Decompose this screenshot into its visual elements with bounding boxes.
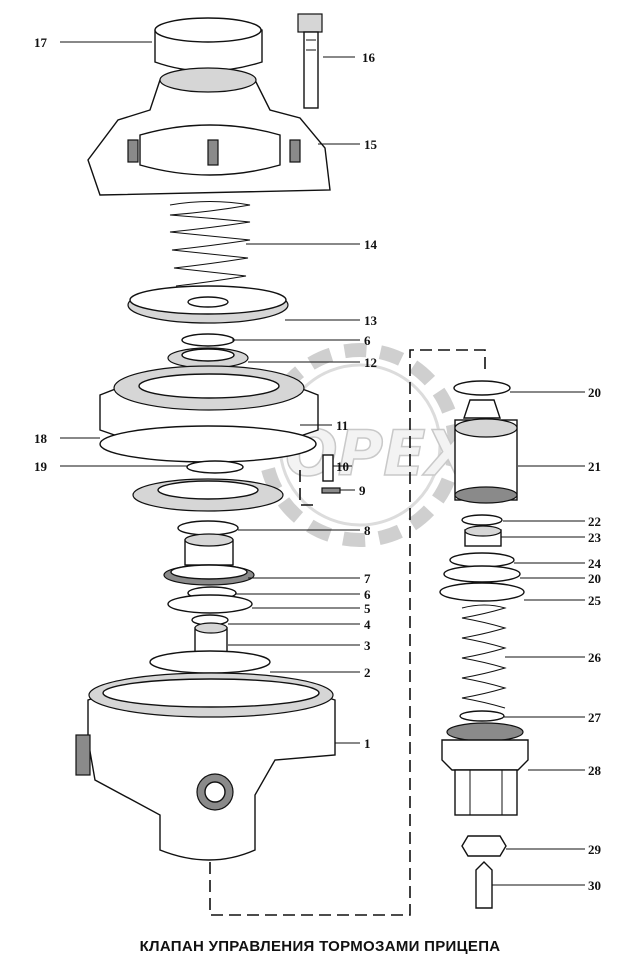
part-28-plug bbox=[441, 722, 529, 816]
callout-18: 18 bbox=[34, 431, 48, 446]
callout-14: 14 bbox=[364, 237, 378, 252]
callout-27: 27 bbox=[588, 710, 602, 725]
callout-16: 16 bbox=[362, 50, 376, 65]
part-20-ring-lower bbox=[443, 565, 521, 583]
part-6-ring-upper bbox=[181, 333, 235, 347]
callout-2: 2 bbox=[364, 665, 371, 680]
callout-15: 15 bbox=[364, 137, 378, 152]
callout-labels: 17 16 15 14 13 6 12 11 18 10 19 9 8 7 6 … bbox=[34, 35, 602, 893]
callout-20-lower: 20 bbox=[588, 571, 601, 586]
part-12-washer bbox=[167, 347, 249, 369]
callout-29: 29 bbox=[588, 842, 602, 857]
part-18-o-ring bbox=[99, 425, 317, 463]
watermark-logo: OPEX bbox=[258, 343, 477, 547]
callout-24: 24 bbox=[588, 556, 602, 571]
part-25-o-ring bbox=[439, 582, 525, 602]
part-15-upper-housing bbox=[87, 67, 331, 196]
part-14-spring bbox=[169, 201, 251, 287]
part-9-small-pin bbox=[321, 487, 341, 494]
callout-4: 4 bbox=[364, 617, 371, 632]
part-29-nut bbox=[461, 835, 507, 857]
part-23-bushing bbox=[464, 525, 502, 547]
leader-lines bbox=[60, 41, 585, 886]
part-2-o-ring bbox=[149, 650, 271, 674]
callout-11: 11 bbox=[336, 418, 348, 433]
callout-22: 22 bbox=[588, 514, 601, 529]
part-1-valve-body bbox=[75, 672, 336, 861]
part-20-ring-upper bbox=[453, 380, 511, 396]
part-13-spring-seat bbox=[127, 285, 289, 324]
callout-23: 23 bbox=[588, 530, 602, 545]
part-22-ring bbox=[461, 514, 503, 526]
part-24-ring bbox=[449, 552, 515, 568]
callout-5: 5 bbox=[364, 601, 371, 616]
valve-disc bbox=[132, 478, 284, 512]
callout-19: 19 bbox=[34, 459, 48, 474]
part-19-ring bbox=[186, 460, 244, 474]
callout-12: 12 bbox=[364, 355, 377, 370]
part-27-ring bbox=[459, 710, 505, 722]
part-16-bolt bbox=[297, 13, 323, 109]
part-7-valve bbox=[163, 533, 255, 586]
callout-28: 28 bbox=[588, 763, 602, 778]
callout-30: 30 bbox=[588, 878, 601, 893]
part-30-pin bbox=[475, 861, 493, 909]
diagram-caption: КЛАПАН УПРАВЛЕНИЯ ТОРМОЗАМИ ПРИЦЕПА bbox=[139, 938, 501, 955]
part-21-valve-cartridge bbox=[454, 399, 518, 504]
callout-1: 1 bbox=[364, 736, 371, 751]
callout-17: 17 bbox=[34, 35, 48, 50]
part-17-cap bbox=[154, 17, 263, 72]
callout-6-upper: 6 bbox=[364, 333, 371, 348]
callout-8: 8 bbox=[364, 523, 371, 538]
callout-7: 7 bbox=[364, 571, 371, 586]
axis-line-left bbox=[209, 349, 486, 916]
part-8-ring bbox=[177, 520, 239, 536]
part-26-spring bbox=[461, 604, 507, 709]
callout-10: 10 bbox=[336, 459, 349, 474]
callout-13: 13 bbox=[364, 313, 378, 328]
callout-26: 26 bbox=[588, 650, 602, 665]
part-5-o-ring bbox=[167, 594, 253, 614]
watermark-text: OPEX bbox=[285, 417, 476, 490]
callout-25: 25 bbox=[588, 593, 602, 608]
part-10-pin bbox=[322, 454, 334, 482]
callout-3: 3 bbox=[364, 638, 371, 653]
callout-6-lower: 6 bbox=[364, 587, 371, 602]
callout-9: 9 bbox=[359, 483, 366, 498]
callout-21: 21 bbox=[588, 459, 601, 474]
callout-20-upper: 20 bbox=[588, 385, 601, 400]
